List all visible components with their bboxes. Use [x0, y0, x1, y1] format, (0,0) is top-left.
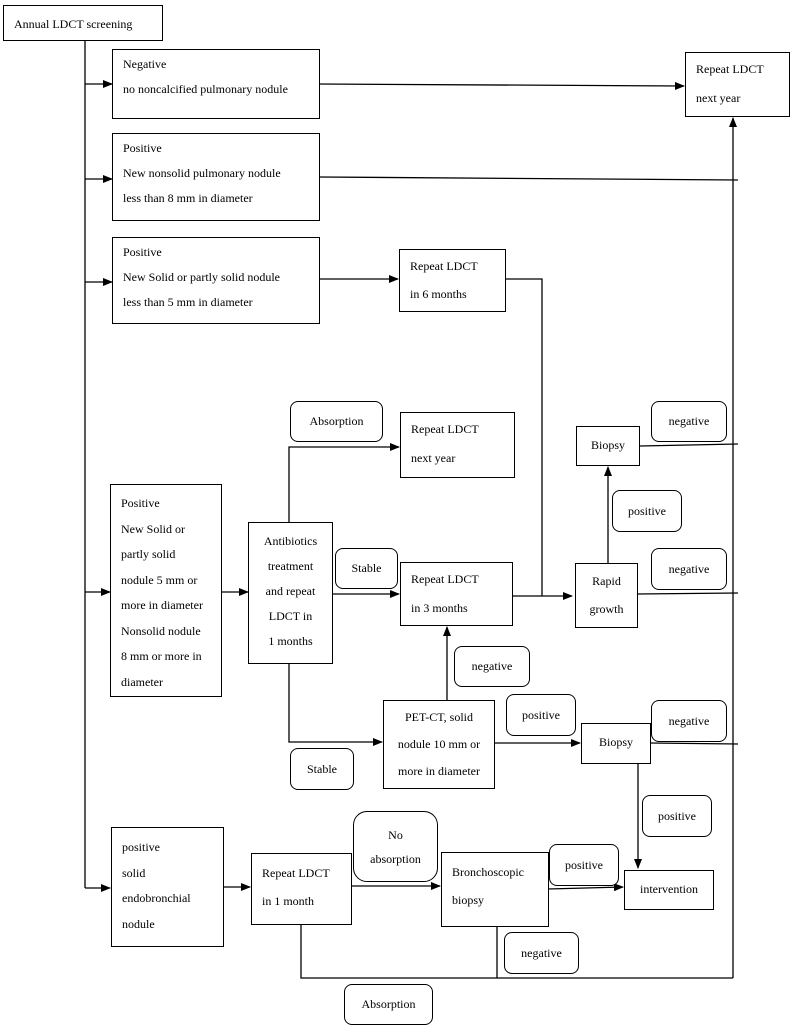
- biopsy-mid-text: Biopsy: [598, 735, 633, 749]
- no-absorption-line2: absorption: [370, 851, 421, 866]
- bronchoscopic-line2: biopsy: [452, 893, 485, 907]
- positive-large-line5: more in diameter: [121, 598, 203, 612]
- positive-label-4: positive: [549, 844, 619, 886]
- positive-endobronchial-line4: nodule: [122, 916, 155, 931]
- negative-label-1: negative: [651, 401, 727, 442]
- negative-label-5: negative: [504, 932, 579, 974]
- positive-label-2: positive: [506, 694, 576, 736]
- absorption-label-1-text: Absorption: [309, 414, 364, 428]
- positive-label-3: positive: [642, 795, 712, 837]
- bronchoscopic-line1: Bronchoscopic: [452, 865, 524, 879]
- absorption-label-2-text: Absorption: [361, 997, 416, 1011]
- repeat-next-year-top-line1: Repeat LDCT: [696, 62, 764, 76]
- antibiotics-box: Antibiotics treatment and repeat LDCT in…: [248, 522, 333, 664]
- repeat-6-months-box: Repeat LDCT in 6 months: [399, 249, 506, 312]
- stable-label-1-text: Stable: [351, 561, 382, 575]
- petct-line3: more in diameter: [398, 764, 480, 778]
- repeat-next-year-top-line2: next year: [696, 91, 741, 105]
- positive-endobronchial-box: positive solid endobronchial nodule: [111, 827, 224, 947]
- biopsy-top-text: Biopsy: [590, 438, 625, 452]
- negative-label-1-text: negative: [668, 414, 710, 428]
- repeat-1-month-line2: in 1 month: [262, 894, 315, 908]
- repeat-6-months-line1: Repeat LDCT: [410, 259, 478, 273]
- positive-endobronchial-line3: endobronchial: [122, 891, 191, 905]
- stable-label-2-text: Stable: [307, 761, 337, 776]
- antibiotics-line4: LDCT in: [268, 609, 313, 623]
- biopsy-mid-box: Biopsy: [581, 723, 651, 764]
- petct-line2: nodule 10 mm or: [397, 737, 481, 751]
- positive-large-line3: partly solid: [121, 547, 176, 561]
- stable-label-1: Stable: [335, 548, 398, 589]
- rapid-growth-box: Rapid growth: [575, 563, 638, 628]
- positive-large-line7: 8 mm or more in: [121, 649, 202, 663]
- positive-large-line6: Nonsolid nodule: [121, 623, 201, 638]
- antibiotics-line2: treatment: [267, 559, 314, 573]
- positive-nonsolid-box: Positive New nonsolid pulmonary nodule l…: [112, 133, 320, 221]
- positive-label-4-text: positive: [565, 857, 603, 872]
- positive-solid-small-line2: New Solid or partly solid nodule: [123, 270, 280, 284]
- positive-endobronchial-line1: positive: [122, 840, 160, 854]
- repeat-6-months-line2: in 6 months: [410, 287, 467, 301]
- positive-label-3-text: positive: [658, 808, 696, 823]
- positive-large-line2: New Solid or: [121, 521, 185, 536]
- positive-nonsolid-line2: New nonsolid pulmonary nodule: [123, 166, 281, 180]
- negative-desc: no noncalcified pulmonary nodule: [123, 82, 288, 96]
- rapid-growth-line1: Rapid: [592, 574, 621, 588]
- petct-line1: PET-CT, solid: [404, 710, 473, 724]
- positive-label-1-text: positive: [628, 503, 666, 518]
- antibiotics-line3: and repeat: [265, 584, 316, 598]
- negative-label-4: negative: [651, 700, 727, 742]
- positive-endobronchial-line2: solid: [122, 865, 146, 880]
- positive-solid-small-line3: less than 5 mm in diameter: [123, 295, 253, 309]
- positive-large-line8: diameter: [121, 674, 163, 689]
- negative-label-5-text: negative: [521, 945, 562, 960]
- positive-label-1: positive: [612, 490, 682, 532]
- antibiotics-line1: Antibiotics: [263, 534, 318, 548]
- repeat-next-year-top-box: Repeat LDCT next year: [685, 52, 790, 117]
- stable-label-2: Stable: [290, 748, 354, 790]
- no-absorption-line1: No: [388, 827, 403, 842]
- bronchoscopic-box: Bronchoscopic biopsy: [441, 852, 549, 927]
- petct-box: PET-CT, solid nodule 10 mm or more in di…: [383, 700, 495, 789]
- positive-nonsolid-line1: Positive: [123, 141, 162, 155]
- positive-large-line4: nodule 5 mm or: [121, 572, 198, 587]
- positive-nonsolid-line3: less than 8 mm in diameter: [123, 191, 253, 205]
- repeat-3-months-line1: Repeat LDCT: [411, 572, 479, 586]
- negative-label-2: negative: [651, 548, 727, 590]
- absorption-label-1: Absorption: [290, 401, 383, 442]
- repeat-1-month-box: Repeat LDCT in 1 month: [251, 853, 352, 925]
- repeat-1-month-line1: Repeat LDCT: [262, 866, 330, 880]
- negative-title: Negative: [123, 57, 167, 71]
- absorption-label-2: Absorption: [344, 984, 433, 1025]
- start-box: Annual LDCT screening: [3, 5, 163, 41]
- positive-large-box: Positive New Solid or partly solid nodul…: [110, 484, 222, 697]
- start-label: Annual LDCT screening: [14, 17, 133, 31]
- negative-label-3: negative: [454, 646, 530, 687]
- positive-label-2-text: positive: [522, 707, 560, 722]
- antibiotics-line5: 1 months: [268, 634, 313, 648]
- repeat-3-months-line2: in 3 months: [411, 601, 468, 615]
- biopsy-top-box: Biopsy: [576, 426, 640, 466]
- no-absorption-label: No absorption: [353, 811, 438, 882]
- positive-solid-small-line1: Positive: [123, 245, 162, 259]
- repeat-3-months-box: Repeat LDCT in 3 months: [400, 562, 513, 626]
- positive-solid-small-box: Positive New Solid or partly solid nodul…: [112, 237, 320, 324]
- positive-large-line1: Positive: [121, 496, 160, 510]
- negative-label-3-text: negative: [471, 659, 513, 673]
- negative-label-2-text: negative: [668, 561, 710, 576]
- intervention-text: intervention: [640, 882, 698, 896]
- intervention-box: intervention: [624, 870, 714, 910]
- negative-label-4-text: negative: [668, 713, 710, 728]
- repeat-next-year-mid-line2: next year: [411, 451, 456, 465]
- rapid-growth-line2: growth: [589, 602, 624, 616]
- repeat-next-year-mid-box: Repeat LDCT next year: [400, 412, 515, 478]
- repeat-next-year-mid-line1: Repeat LDCT: [411, 422, 479, 436]
- negative-box: Negative no noncalcified pulmonary nodul…: [112, 49, 320, 119]
